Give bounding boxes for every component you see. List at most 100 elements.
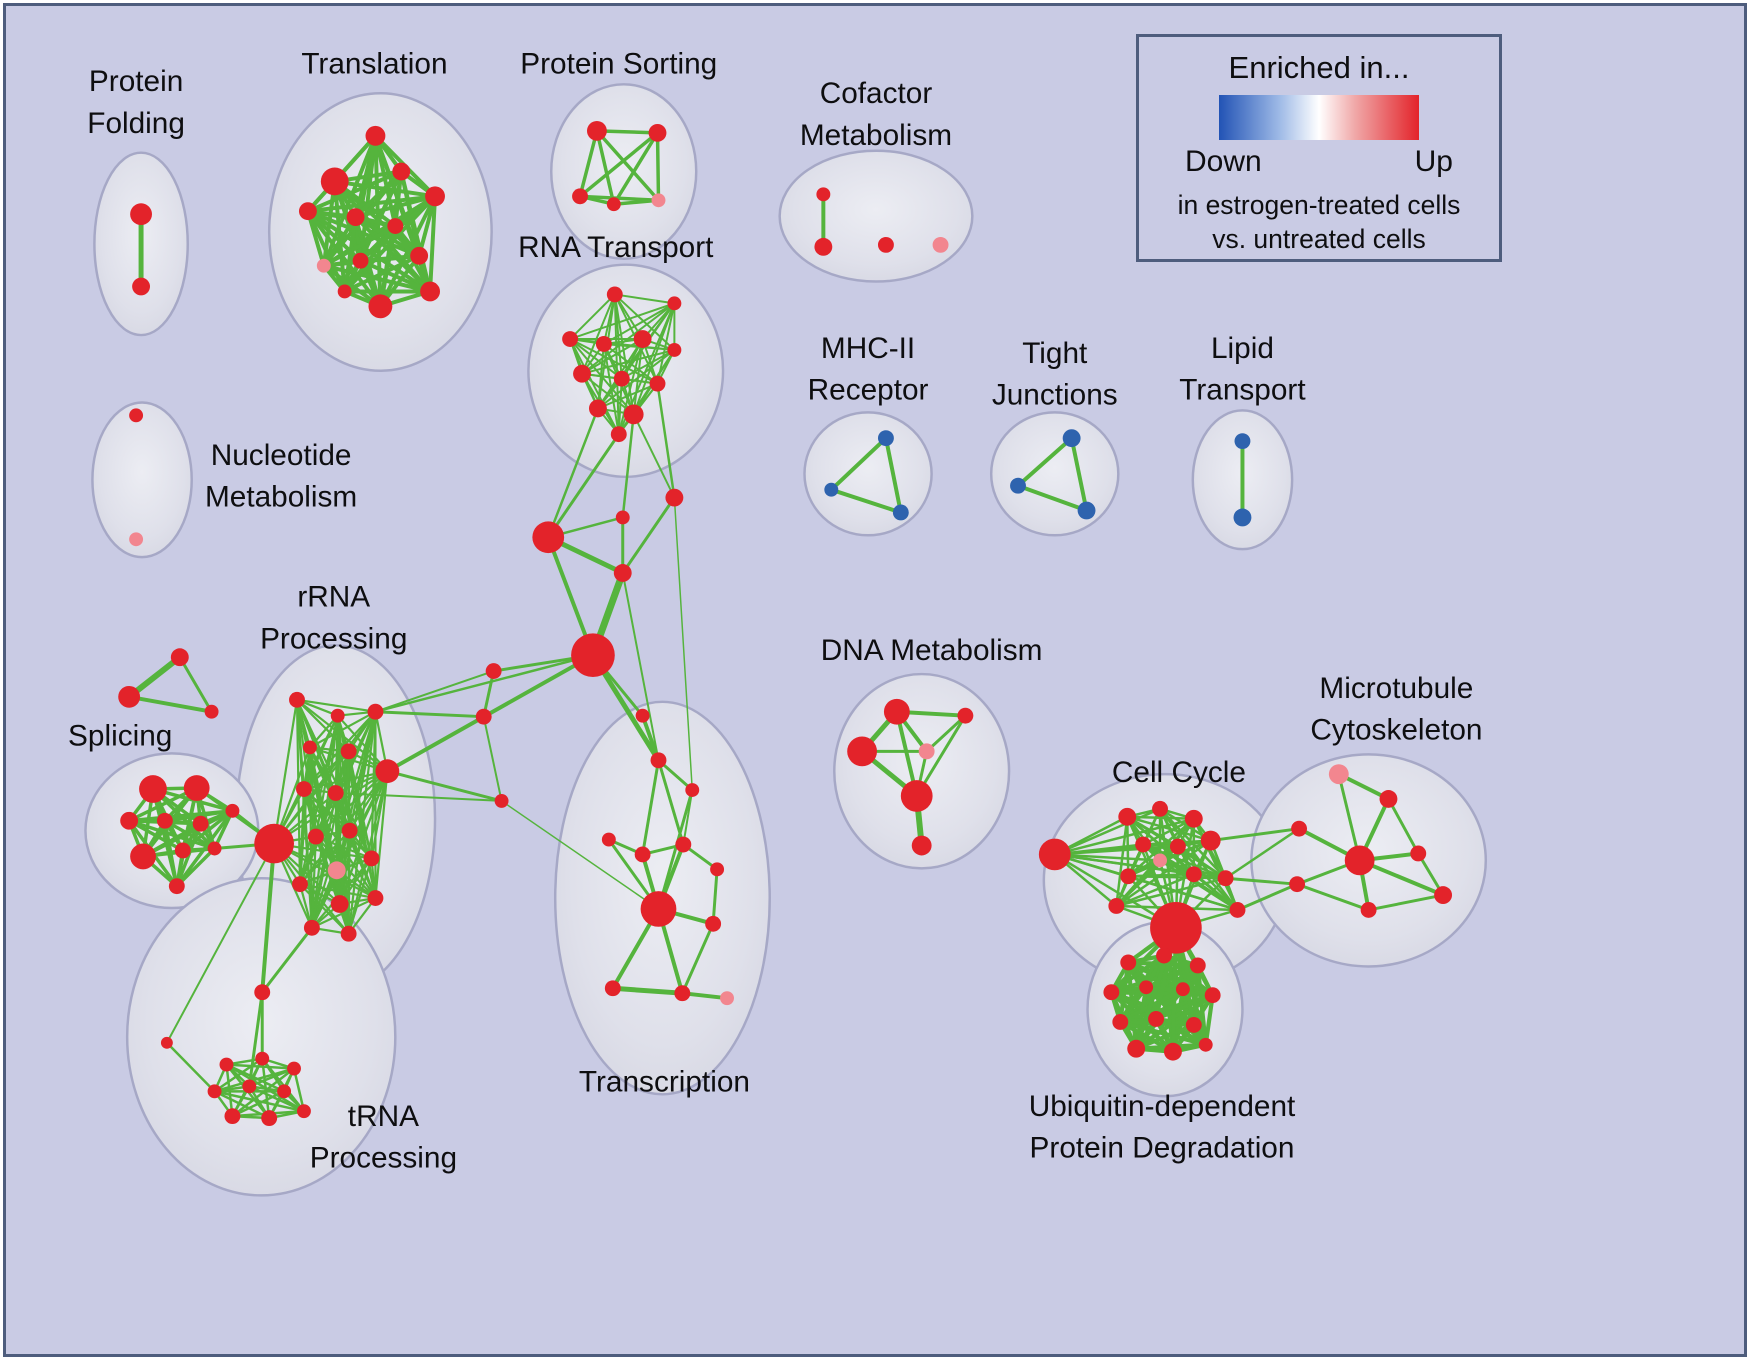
gene-set-node-nm2 bbox=[129, 532, 144, 547]
legend-endpoint-labels: Down Up bbox=[1185, 145, 1453, 179]
edge-tj1-tj3 bbox=[1069, 436, 1089, 513]
gene-set-node-sp5 bbox=[192, 815, 209, 832]
gene-set-node-ps3 bbox=[572, 188, 588, 205]
gene-set-node-ub10 bbox=[1185, 1017, 1202, 1033]
edge-tr10-tr13 bbox=[342, 253, 422, 294]
legend-up-label: Up bbox=[1414, 145, 1453, 178]
cluster-ellipse-tight-junctions bbox=[989, 411, 1120, 537]
gene-set-node-nm1 bbox=[129, 408, 144, 423]
gene-set-node-cc4 bbox=[1184, 809, 1203, 828]
edge-rt5-rt12 bbox=[617, 338, 644, 436]
edge-sp4-sp6 bbox=[163, 809, 235, 823]
gene-set-node-cc6 bbox=[1169, 838, 1186, 855]
cluster-label-rna-transport: RNA Transport bbox=[518, 231, 714, 264]
gene-set-node-dm6 bbox=[911, 835, 932, 856]
edge-sp6-sp7 bbox=[141, 809, 235, 859]
gene-set-node-cc1 bbox=[1038, 838, 1071, 871]
gene-set-node-cm3 bbox=[877, 236, 894, 253]
edge-ps2-ps4 bbox=[612, 131, 660, 206]
edge-ub5-ub13 bbox=[1144, 985, 1208, 1047]
gene-set-node-rrhub bbox=[254, 823, 295, 864]
cluster-label-protein-sorting: Protein Sorting bbox=[520, 47, 717, 80]
gene-set-node-rr17 bbox=[340, 925, 357, 942]
edge-cc4-cc5 bbox=[1141, 817, 1196, 846]
edge-rt3-rt8 bbox=[569, 338, 623, 380]
edge-rt3-rt12 bbox=[569, 338, 620, 436]
edge-tg1-tg3 bbox=[178, 655, 214, 714]
gene-set-node-mc1 bbox=[1328, 764, 1349, 785]
edge-tc2-tc6 bbox=[657, 758, 685, 847]
edge-cc8-cc12 bbox=[1115, 859, 1162, 908]
gene-set-node-in3 bbox=[494, 793, 509, 808]
edge-mc2-mc5 bbox=[1386, 797, 1420, 855]
gene-set-node-tj2 bbox=[1010, 477, 1026, 494]
edge-rt11-ch1 bbox=[632, 413, 676, 499]
edge-rr15-rr16 bbox=[310, 896, 377, 929]
gene-set-node-mc6 bbox=[1289, 876, 1306, 893]
edge-rt6-rt8 bbox=[620, 348, 676, 380]
edge-rt2-rt4 bbox=[602, 302, 676, 345]
gene-set-node-cc8 bbox=[1153, 853, 1167, 868]
gene-set-node-rt9 bbox=[649, 375, 666, 392]
edge-tc2-tc5 bbox=[641, 758, 660, 856]
edge-mh1-mh2 bbox=[829, 436, 888, 492]
gene-set-node-ub11 bbox=[1127, 1039, 1146, 1058]
gene-set-node-mc2 bbox=[1379, 790, 1398, 808]
gene-set-node-tn3 bbox=[255, 1051, 270, 1066]
edge-tn6-tn10 bbox=[248, 1085, 306, 1113]
gene-set-node-tc6 bbox=[675, 836, 692, 853]
edge-rt9-ch1 bbox=[656, 382, 676, 499]
edge-tr3-tr4 bbox=[305, 169, 404, 214]
gene-set-node-tc7 bbox=[710, 862, 725, 877]
edge-tc7-tc8 bbox=[711, 867, 719, 926]
gene-set-node-rr5 bbox=[340, 743, 357, 760]
gene-set-node-tr12 bbox=[368, 294, 393, 319]
gene-set-node-ps4 bbox=[606, 197, 621, 212]
gene-set-node-cm1 bbox=[816, 187, 831, 202]
edge-ch1-tc3 bbox=[673, 496, 694, 791]
edge-in3-rr8 bbox=[334, 792, 503, 802]
edge-tn1-rrhub bbox=[165, 842, 276, 1044]
gene-set-node-rt10 bbox=[588, 399, 607, 418]
edge-rt1-rt2 bbox=[613, 293, 676, 305]
edge-rr4-rr15 bbox=[308, 746, 377, 900]
edge-tc9-tc10 bbox=[610, 985, 685, 996]
edge-sp6-sp8 bbox=[181, 809, 235, 853]
edge-in3-tchub bbox=[500, 800, 660, 910]
legend-down-label: Down bbox=[1185, 145, 1262, 178]
gene-set-node-tc2 bbox=[650, 752, 667, 769]
gene-set-node-rr3 bbox=[367, 703, 384, 720]
gene-set-node-tc9 bbox=[604, 980, 621, 997]
gene-set-node-tr9 bbox=[352, 252, 369, 269]
edge-in2-rr3 bbox=[373, 710, 486, 719]
gene-set-node-sp1 bbox=[139, 775, 167, 803]
gene-set-node-rr6 bbox=[375, 759, 400, 784]
gene-set-node-tg1 bbox=[170, 648, 189, 667]
edge-tr6-tr8 bbox=[321, 215, 358, 268]
gene-set-node-rr8 bbox=[327, 785, 344, 801]
gene-set-node-mc8 bbox=[1360, 902, 1377, 918]
edge-ps4-ps5 bbox=[612, 198, 661, 206]
edge-tn0-rr16 bbox=[260, 926, 314, 994]
edge-tr6-tr11 bbox=[353, 215, 433, 294]
edge-ps1-ps2 bbox=[595, 129, 660, 135]
gene-set-node-tn0 bbox=[254, 984, 271, 1001]
edge-rr10-rr13 bbox=[298, 829, 351, 886]
cluster-ellipse-mhc-ii-receptor bbox=[803, 411, 933, 537]
gene-set-node-hub bbox=[571, 633, 615, 678]
edge-ch4-tc2 bbox=[621, 571, 660, 762]
gene-set-node-cc5 bbox=[1135, 836, 1152, 853]
gene-set-node-sp8 bbox=[174, 842, 191, 859]
edge-cc11-mc6 bbox=[1224, 876, 1299, 886]
edge-rr1-rrhub bbox=[273, 698, 299, 845]
gene-set-node-cc10 bbox=[1185, 866, 1202, 883]
gene-set-node-tn8 bbox=[224, 1108, 241, 1125]
edge-rr6-rr7 bbox=[302, 770, 389, 791]
gene-set-node-tr6 bbox=[346, 208, 365, 227]
